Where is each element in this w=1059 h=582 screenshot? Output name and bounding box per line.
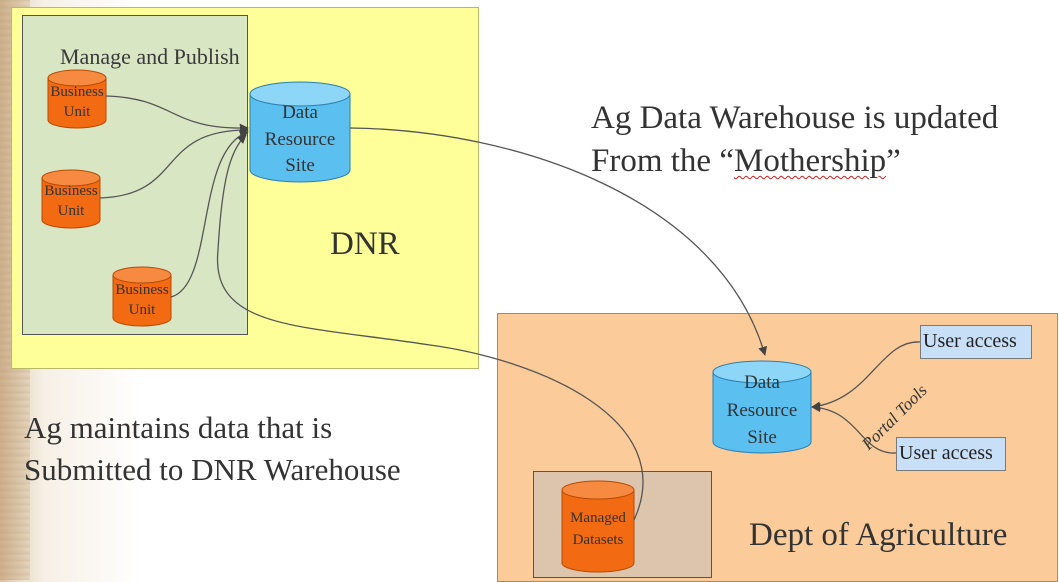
mothership-word: Mothership (733, 142, 887, 179)
user-access-box-1: User access (920, 325, 1032, 359)
dnr-title: DNR (330, 226, 400, 262)
managed-datasets-label: Managed Datasets (570, 510, 626, 548)
bu2-to-dnr-connector (99, 125, 249, 199)
ag-to-dnr-connector (216, 134, 644, 521)
ag-data-resource-label: Data Resource Site (726, 372, 798, 449)
agriculture-title: Dept of Agriculture (749, 517, 1008, 553)
manage-publish-label: Manage and Publish (60, 44, 240, 69)
business-unit-3-cylinder (112, 266, 172, 327)
business-unit-1-cylinder (47, 69, 107, 129)
user-access-box-2: User access (896, 437, 1006, 471)
dnr-data-resource-label: Data Resource Site (264, 102, 336, 177)
update-note-prefix: From the “ (591, 142, 734, 179)
business-unit-3-label: Business Unit (115, 282, 169, 319)
update-note-line2: From the “Mothership” (591, 140, 998, 183)
maintain-note: Ag maintains data that is Submitted to D… (24, 407, 401, 491)
update-note: Ag Data Warehouse is updated From the “M… (591, 97, 998, 183)
maintain-note-line2: Submitted to DNR Warehouse (24, 451, 401, 487)
managed-datasets-cylinder (561, 480, 635, 573)
bu3-to-dnr-connector (170, 130, 249, 298)
update-note-suffix: ” (886, 142, 901, 179)
business-unit-2-cylinder (41, 169, 101, 229)
bu1-to-dnr-connector (105, 95, 249, 133)
dnr-to-ag-connector (349, 127, 768, 356)
dnr-data-resource-cylinder (249, 81, 351, 183)
business-unit-2-label: Business Unit (44, 183, 98, 220)
maintain-note-line1: Ag maintains data that is (24, 410, 333, 445)
business-unit-1-label: Business Unit (50, 84, 104, 121)
update-note-line1: Ag Data Warehouse is updated (591, 100, 999, 136)
portal-user-access-2-connector (811, 402, 897, 454)
portal-user-access-1-connector (811, 341, 921, 411)
ag-data-resource-cylinder (712, 360, 812, 454)
